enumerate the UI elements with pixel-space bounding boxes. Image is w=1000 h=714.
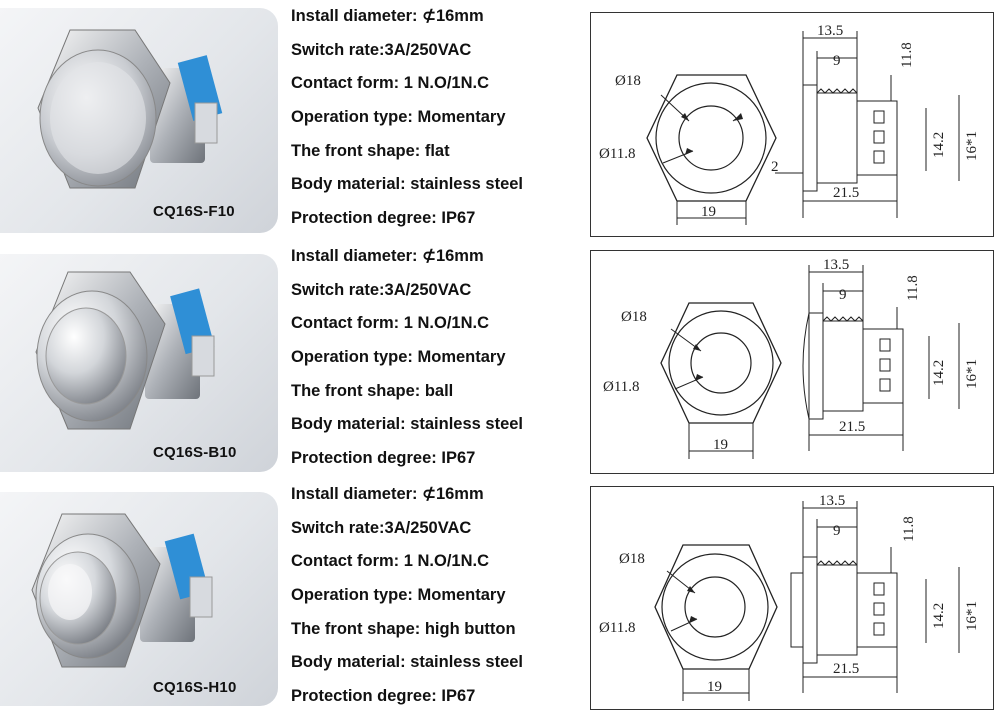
dim-hex: 19 xyxy=(701,204,716,220)
switch-high-button-image xyxy=(31,513,213,668)
spec-install-diameter: Install diameter: ⊄16mm xyxy=(291,485,484,503)
product-photo-h10: CQ16S-H10 xyxy=(0,492,278,706)
spec-contact-form: Contact form: 1 N.O/1N.C xyxy=(291,74,490,93)
dim-d: 14.2 xyxy=(931,132,947,158)
technical-drawing-b10: Ø18 Ø11.8 19 13.5 9 11.8 14.2 16*1 21.5 xyxy=(590,250,994,474)
product-row-h10: CQ16S-H10 Install diameter: ⊄16mm Switch… xyxy=(0,478,1000,712)
spec-contact-form: Contact form: 1 N.O/1N.C xyxy=(291,552,490,571)
dim-inner-diameter: Ø11.8 xyxy=(603,379,640,395)
dim-e: 16*1 xyxy=(964,601,980,631)
dim-b: 9 xyxy=(833,523,841,539)
spec-install-diameter: Install diameter: ⊄16mm xyxy=(291,7,484,25)
dim-outer-diameter: Ø18 xyxy=(619,551,645,567)
dim-d: 14.2 xyxy=(931,603,947,629)
product-row-f10: CQ16S-F10 Install diameter: ⊄16mm Switch… xyxy=(0,0,1000,240)
spec-operation-type: Operation type: Momentary xyxy=(291,108,506,127)
dim-a: 13.5 xyxy=(823,257,849,273)
spec-protection-degree: Protection degree: IP67 xyxy=(291,687,476,706)
spec-operation-type: Operation type: Momentary xyxy=(291,586,506,605)
spec-front-shape: The front shape: flat xyxy=(291,141,450,160)
spec-install-diameter: Install diameter: ⊄16mm xyxy=(291,247,484,265)
model-label: CQ16S-H10 xyxy=(153,679,237,696)
dim-outer-diameter: Ø18 xyxy=(621,309,647,325)
dim-length: 21.5 xyxy=(839,419,865,435)
dim-e: 16*1 xyxy=(964,359,980,389)
product-photo-b10: CQ16S-B10 xyxy=(0,254,278,472)
dim-c: 11.8 xyxy=(905,275,921,301)
dim-a: 13.5 xyxy=(819,493,845,509)
model-label: CQ16S-F10 xyxy=(153,203,235,220)
technical-drawing-f10: Ø18 Ø11.8 19 13.5 9 11.8 14.2 16*1 21.5 xyxy=(590,12,994,237)
spec-body-material: Body material: stainless steel xyxy=(291,653,524,672)
dim-d: 14.2 xyxy=(931,360,947,386)
spec-front-shape: The front shape: ball xyxy=(291,381,454,400)
switch-flat-image xyxy=(37,29,223,189)
switch-ball-image xyxy=(35,271,215,430)
dim-inner-diameter: Ø11.8 xyxy=(599,620,636,636)
dim-thickness: 2 xyxy=(771,159,779,175)
spec-front-shape: The front shape: high button xyxy=(291,619,516,638)
spec-switch-rate: Switch rate:3A/250VAC xyxy=(291,280,472,299)
dim-e: 16*1 xyxy=(964,131,980,161)
spec-body-material: Body material: stainless steel xyxy=(291,175,524,194)
spec-body-material: Body material: stainless steel xyxy=(291,415,524,434)
dim-b: 9 xyxy=(839,287,847,303)
model-label: CQ16S-B10 xyxy=(153,444,237,461)
dim-a: 13.5 xyxy=(817,23,843,39)
product-photo-f10: CQ16S-F10 xyxy=(0,8,278,233)
spec-switch-rate: Switch rate:3A/250VAC xyxy=(291,40,472,59)
product-row-b10: CQ16S-B10 Install diameter: ⊄16mm Switch… xyxy=(0,240,1000,478)
dim-hex: 19 xyxy=(707,679,722,695)
dim-inner-diameter: Ø11.8 xyxy=(599,146,636,162)
dim-length: 21.5 xyxy=(833,185,859,201)
spec-operation-type: Operation type: Momentary xyxy=(291,348,506,367)
spec-list: Install diameter: ⊄16mm Switch rate:3A/2… xyxy=(291,0,523,236)
spec-protection-degree: Protection degree: IP67 xyxy=(291,209,476,228)
dim-b: 9 xyxy=(833,53,841,69)
spec-list: Install diameter: ⊄16mm Switch rate:3A/2… xyxy=(291,478,523,714)
dim-c: 11.8 xyxy=(901,516,917,542)
technical-drawing-h10: Ø18 Ø11.8 19 13.5 9 11.8 14.2 16*1 21.5 xyxy=(590,486,994,710)
dim-c: 11.8 xyxy=(899,42,915,68)
spec-list: Install diameter: ⊄16mm Switch rate:3A/2… xyxy=(291,240,523,476)
dim-hex: 19 xyxy=(713,437,728,453)
spec-switch-rate: Switch rate:3A/250VAC xyxy=(291,518,472,537)
dim-outer-diameter: Ø18 xyxy=(615,73,641,89)
spec-protection-degree: Protection degree: IP67 xyxy=(291,449,476,468)
dim-length: 21.5 xyxy=(833,661,859,677)
spec-contact-form: Contact form: 1 N.O/1N.C xyxy=(291,314,490,333)
